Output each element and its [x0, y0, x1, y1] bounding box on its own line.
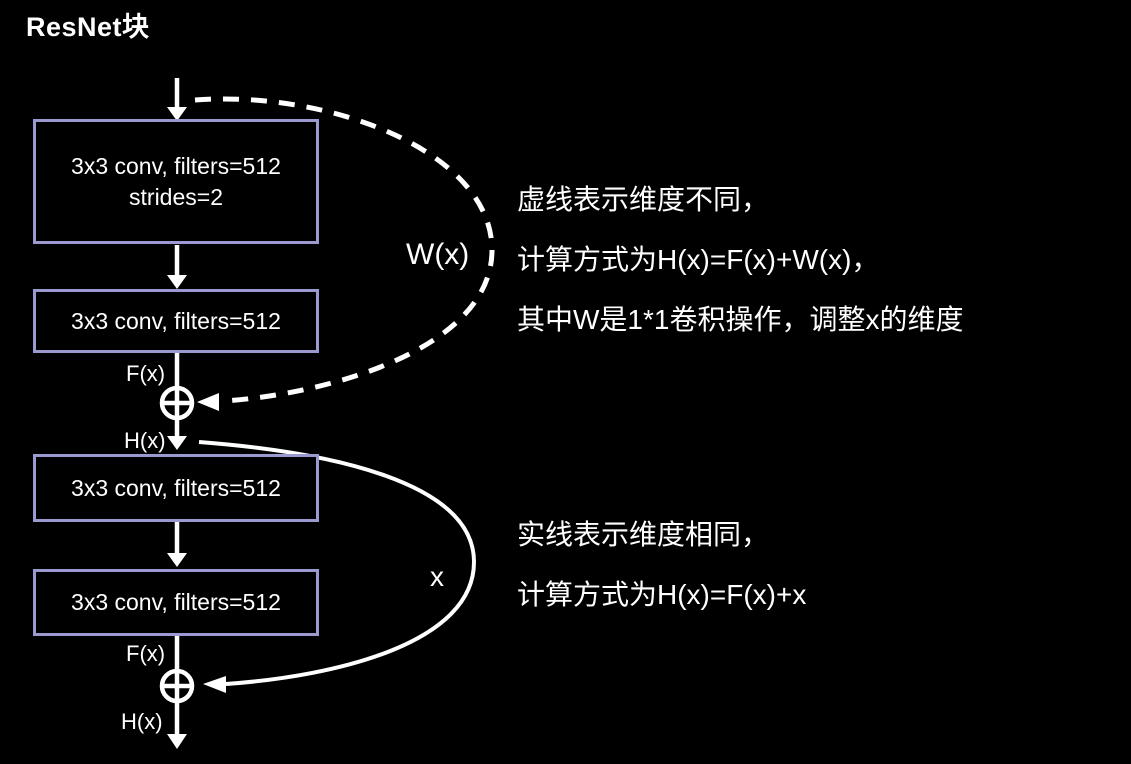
- solid-note-line-1: 实线表示维度相同，: [517, 519, 770, 550]
- conv-box-1-line-1: 3x3 conv, filters=512: [71, 152, 281, 179]
- solid-skip-connection: [198, 440, 477, 693]
- arrow-box3-box4: [167, 519, 187, 567]
- label-wx: W(x): [406, 238, 470, 271]
- conv-box-4-line-1: 3x3 conv, filters=512: [71, 589, 281, 615]
- circle-plus-icon: [159, 385, 195, 421]
- conv-box-3: 3x3 conv, filters=512: [33, 454, 319, 522]
- conv-box-1: 3x3 conv, filters=512 strides=2: [33, 119, 319, 244]
- dashed-note-line-1: 虚线表示维度不同，: [517, 184, 770, 215]
- page-title: ResNet块: [26, 12, 150, 42]
- dashed-connection-note: 虚线表示维度不同， 计算方式为H(x)=F(x)+W(x)， 其中W是1*1卷积…: [517, 170, 963, 350]
- label-hx-top: H(x): [124, 428, 166, 453]
- solid-note-line-2: 计算方式为H(x)=F(x)+x: [517, 579, 807, 610]
- label-x: x: [430, 561, 444, 592]
- dashed-arrowhead-icon: [197, 393, 219, 411]
- label-fx-bottom: F(x): [126, 641, 166, 666]
- circle-plus-icon: [159, 668, 195, 704]
- conv-box-2-line-1: 3x3 conv, filters=512: [71, 307, 281, 334]
- dashed-note-line-3: 其中W是1*1卷积操作，调整x的维度: [517, 304, 964, 335]
- conv-box-1-line-2: strides=2: [129, 183, 223, 210]
- conv-box-2: 3x3 conv, filters=512: [33, 289, 319, 353]
- arrow-box1-box2: [167, 245, 187, 289]
- label-hx-bottom: H(x): [121, 709, 163, 734]
- label-fx-top: F(x): [126, 361, 166, 386]
- input-arrow: [167, 78, 187, 121]
- conv-box-3-line-1: 3x3 conv, filters=512: [71, 474, 281, 501]
- solid-connection-note: 实线表示维度相同， 计算方式为H(x)=F(x)+x: [517, 505, 806, 625]
- solid-arrowhead-icon: [203, 676, 226, 693]
- conv-box-4: 3x3 conv, filters=512: [33, 569, 319, 636]
- dashed-skip-connection: [194, 96, 495, 411]
- dashed-note-line-2: 计算方式为H(x)=F(x)+W(x)，: [517, 244, 880, 275]
